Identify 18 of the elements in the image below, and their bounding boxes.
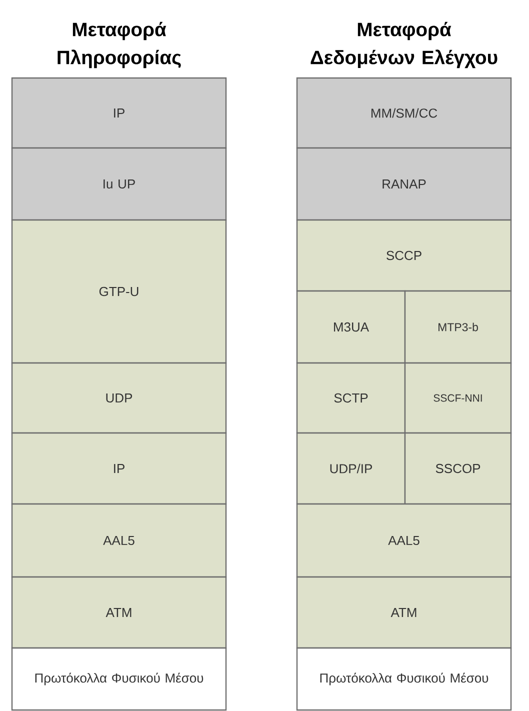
layer-box: SSCOP: [404, 432, 512, 505]
layer-box: IP: [11, 77, 227, 149]
layer-box: MTP3-b: [404, 290, 512, 364]
layer-box: ATM: [11, 576, 227, 649]
layer-box: UDP/IP: [296, 432, 406, 505]
layer-box: SCTP: [296, 362, 406, 434]
physical-layer-box: Πρωτόκολλα Φυσικού Μέσου: [296, 647, 512, 711]
layer-box: M3UA: [296, 290, 406, 364]
layer-box: ATM: [296, 576, 512, 649]
layer-box: AAL5: [11, 503, 227, 578]
layer-box: SSCF-NNI: [404, 362, 512, 434]
layer-box: SCCP: [296, 219, 512, 292]
layer-box: UDP: [11, 362, 227, 434]
layer-box: Iu UP: [11, 147, 227, 221]
layer-box: RANAP: [296, 147, 512, 221]
layer-box: IP: [11, 432, 227, 505]
physical-layer-box: Πρωτόκολλα Φυσικού Μέσου: [11, 647, 227, 711]
layer-box: MM/SM/CC: [296, 77, 512, 149]
